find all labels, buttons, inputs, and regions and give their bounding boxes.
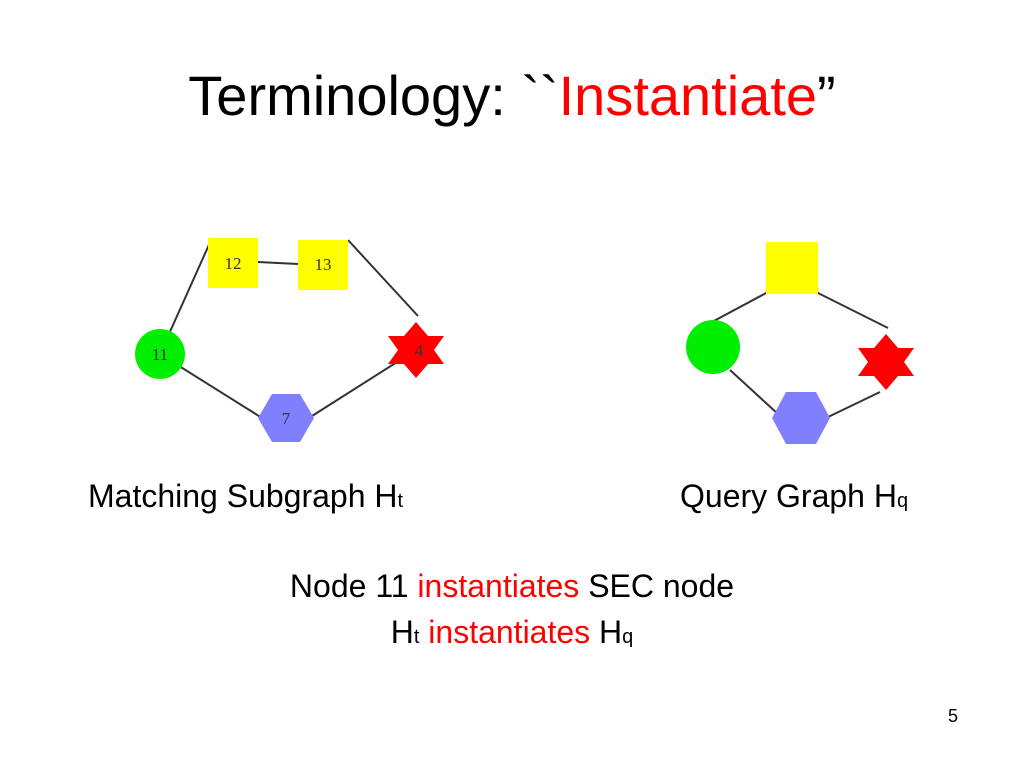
- statement-2-ht-sub: t: [413, 626, 420, 648]
- edge-12-13: [257, 261, 299, 265]
- query-graph-caption: Query Graph Hq: [680, 476, 908, 521]
- statement-2-keyword: instantiates: [419, 614, 591, 650]
- matching-subgraph-caption: Matching Subgraph Ht: [88, 476, 403, 521]
- node-4: 4: [388, 322, 444, 378]
- query-node-square: [766, 242, 818, 294]
- node-11: 11: [135, 329, 185, 379]
- page-number: 5: [948, 706, 959, 726]
- title-suffix: ”: [817, 64, 836, 127]
- query-edge-hexagon-star: [825, 391, 881, 419]
- node-12-square: [208, 238, 258, 288]
- node-12: 12: [208, 238, 258, 288]
- statement-2-ht: H: [390, 614, 414, 650]
- matching-subgraph-caption-text: Matching Subgraph H: [88, 478, 398, 514]
- left-graph-edges: [159, 237, 419, 419]
- node-11-circle: [135, 329, 185, 379]
- edge-13-4: [347, 239, 419, 317]
- query-edge-circle-square: [711, 291, 769, 323]
- query-edge-circle-hexagon: [729, 369, 779, 415]
- query-graph-caption-sub: q: [896, 490, 909, 512]
- title-prefix: Terminology: ``: [188, 64, 559, 127]
- node-11-label: 11: [152, 345, 168, 364]
- statement-line-1: Node 11 instantiates SEC node: [0, 566, 1024, 606]
- right-graph-edges: [711, 291, 889, 419]
- statement-1-part-a: Node 11: [289, 568, 418, 604]
- node-7: 7: [258, 394, 314, 442]
- node-13: 13: [298, 240, 348, 290]
- title-term: Instantiate: [558, 64, 818, 127]
- statement-1-part-c: SEC node: [579, 568, 735, 604]
- statement-2-hq-sub: q: [622, 626, 634, 648]
- node-7-label: 7: [282, 409, 291, 428]
- node-7-hexagon: [258, 394, 314, 442]
- query-graph-caption-text: Query Graph H: [680, 478, 897, 514]
- query-node-hexagon: [772, 392, 830, 444]
- query-node-star: [858, 334, 914, 390]
- slide-title: Terminology: ``Instantiate”: [0, 60, 1024, 132]
- node-13-square: [298, 240, 348, 290]
- query-edge-square-star: [815, 291, 889, 329]
- node-4-label: 4: [415, 341, 424, 360]
- statement-2-hq: H: [590, 614, 623, 650]
- node-4-star: [388, 322, 444, 378]
- statement-1-keyword: instantiates: [417, 568, 580, 604]
- node-12-label: 12: [225, 254, 242, 273]
- query-node-circle: [686, 320, 740, 374]
- matching-subgraph-caption-sub: t: [397, 490, 404, 512]
- node-13-label: 13: [315, 255, 332, 274]
- statement-line-2: Ht instantiates Hq: [0, 612, 1024, 657]
